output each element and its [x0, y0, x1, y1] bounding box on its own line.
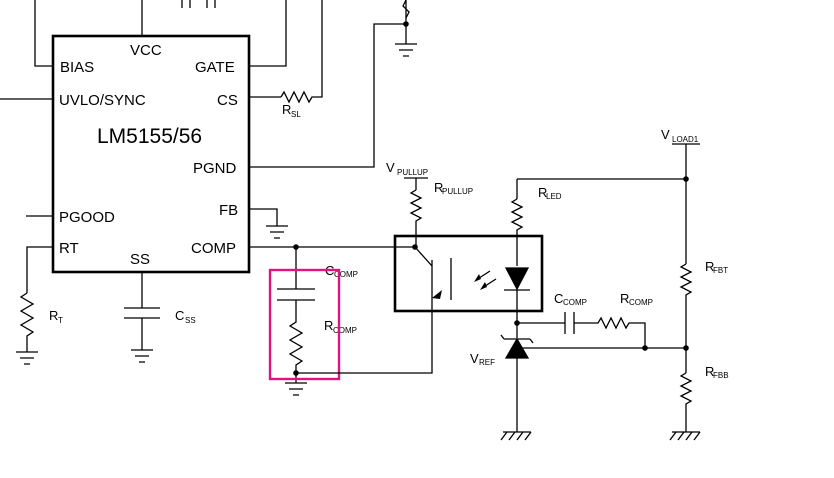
- led-cathode-bar: [504, 289, 530, 338]
- vpullup-rail: [404, 177, 428, 190]
- rfbt-sub: FBT: [713, 266, 728, 275]
- opto-light-arrowheads: [474, 274, 487, 290]
- gate-wire: [249, 0, 287, 67]
- optocoupler-box: [393, 234, 544, 313]
- rt-ground-symbol: [16, 351, 38, 365]
- pin-rt-label: RT: [59, 240, 79, 257]
- rcomp-ic-resistor: [288, 300, 304, 373]
- pin-bias-label: BIAS: [60, 59, 94, 76]
- fb-wire: [249, 208, 278, 226]
- pin-vcc-label: VCC: [130, 42, 162, 59]
- rfbb-resistor: [679, 372, 693, 432]
- rfbt-label: R: [705, 259, 714, 274]
- vpullup-sub: PULLUP: [397, 168, 428, 177]
- vpullup-label: V: [386, 160, 395, 175]
- vload-junction: [683, 176, 689, 182]
- rfbt-resistor: [679, 263, 693, 373]
- pgnd-wire: [249, 23, 406, 168]
- rcomp-sec-sub: COMP: [629, 298, 653, 307]
- top-ground-symbol: [395, 43, 417, 57]
- ccomp-sec-sub: COMP: [563, 298, 587, 307]
- ccomp-ic-capacitor: [277, 288, 315, 301]
- pin-fb-label: FB: [219, 202, 238, 219]
- pin-pgnd-label: PGND: [193, 160, 237, 177]
- vref-label: V: [470, 351, 479, 366]
- rled-resistor: [510, 198, 524, 266]
- opto-transistor-arrow: [432, 290, 442, 299]
- pin-uvlo-label: UVLO/SYNC: [59, 92, 146, 109]
- rt-resistor: [19, 292, 35, 352]
- vref-ground-symbol: [500, 431, 532, 441]
- rcomp-sec-junction: [642, 345, 648, 351]
- ic-body: [51, 34, 251, 274]
- rcomp-sec-resistor: [574, 316, 646, 348]
- pin-gate-label: GATE: [195, 59, 235, 76]
- ccomp-sec-label: C: [554, 291, 563, 306]
- pin-ss-label: SS: [130, 251, 150, 268]
- css-label: C: [175, 308, 184, 323]
- css-ground-symbol: [131, 349, 153, 363]
- pin-comp-label: COMP: [191, 240, 236, 257]
- rsl-label: R: [282, 102, 291, 117]
- rsl-resistor: [280, 0, 323, 104]
- rcomp-sec-label: R: [620, 291, 629, 306]
- rpullup-label: R: [434, 180, 443, 195]
- top-junction: [403, 21, 409, 27]
- rpullup-sub: PULLUP: [442, 187, 473, 196]
- fb-ground-symbol: [266, 225, 288, 239]
- opto-transistor: [414, 246, 452, 307]
- vload-label: V: [661, 127, 670, 142]
- vref-zener-bar: [500, 334, 534, 344]
- rt-sub: T: [58, 316, 63, 325]
- vref-sub: REF: [479, 358, 495, 367]
- pin-pgood-label: PGOOD: [59, 209, 115, 226]
- rfbb-label: R: [705, 364, 714, 379]
- rsl-sub: SL: [291, 110, 301, 119]
- bias-wire: [34, 0, 53, 67]
- ic-name: LM5155/56: [97, 125, 202, 148]
- css-capacitor: [124, 307, 160, 319]
- rfbb-sub: FBB: [713, 371, 729, 380]
- css-sub: SS: [185, 316, 196, 325]
- rt-label: R: [49, 308, 58, 323]
- highlight-box: [268, 268, 341, 381]
- rled-sub: LED: [546, 192, 562, 201]
- rfbb-ground-symbol: [669, 431, 701, 441]
- pin-cs-label: CS: [217, 92, 238, 109]
- ccomp-sec-capacitor: [564, 312, 575, 334]
- rcomp-ic-sub: COMP: [333, 326, 357, 335]
- ccomp-ic-sub: COMP: [334, 270, 358, 279]
- rled-label: R: [538, 185, 547, 200]
- vload-sub: LOAD1: [672, 135, 699, 144]
- top-ground-resistor-tail: [402, 0, 410, 19]
- opto-emitter-wire: [296, 307, 433, 374]
- rpullup-resistor: [409, 189, 423, 247]
- led-diode: [504, 267, 530, 291]
- comp-ground-symbol: [285, 382, 307, 396]
- rcomp-ic-label: R: [324, 318, 333, 333]
- vcc-cap-top: [181, 0, 216, 8]
- vload-rail: [672, 143, 700, 264]
- rt-wire: [26, 246, 53, 293]
